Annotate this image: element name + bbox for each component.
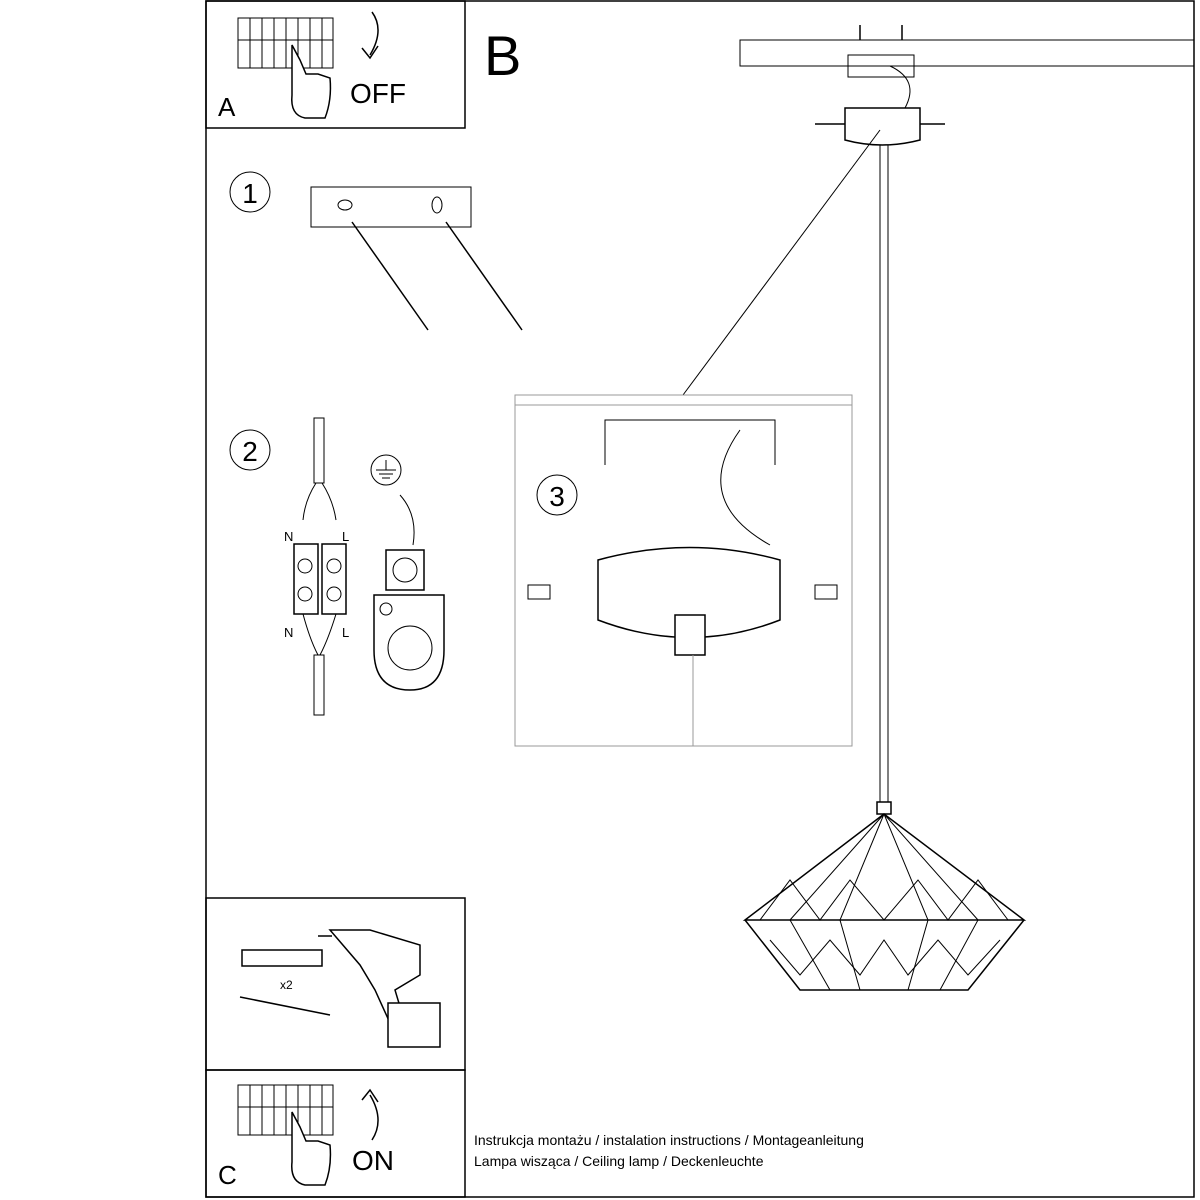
neutral-label-bottom: N <box>284 625 293 640</box>
footer-line-1: Instrukcja montażu / instalation instruc… <box>474 1132 864 1148</box>
neutral-label-top: N <box>284 529 293 544</box>
step-2-circle <box>229 429 271 471</box>
ceiling-mount-icon <box>682 25 1195 805</box>
quantity-label: x2 <box>280 978 293 992</box>
step-3-circle <box>536 474 578 516</box>
breaker-on-icon <box>237 1084 334 1186</box>
ground-terminal-icon <box>370 454 445 691</box>
canopy-detail-icon <box>515 404 852 746</box>
arrow-down-icon <box>369 11 379 56</box>
live-label-top: L <box>342 529 349 544</box>
step-3-number: 3 <box>549 481 565 512</box>
panel-b-label: B <box>484 24 521 87</box>
pendant-lamp-shade-icon <box>742 801 1027 991</box>
step-1-number: 1 <box>242 178 258 209</box>
live-label-bottom: L <box>342 625 349 640</box>
terminal-block-icon <box>293 417 347 716</box>
panel-a-label: A <box>218 92 236 122</box>
off-label: OFF <box>350 78 406 109</box>
footer-line-2: Lampa wisząca / Ceiling lamp / Deckenleu… <box>474 1153 764 1169</box>
outer-frame <box>205 0 1195 1198</box>
detail-box <box>514 394 853 747</box>
on-label: ON <box>352 1145 394 1176</box>
panel-c-box <box>205 1069 466 1198</box>
wall-plug-screw-icon <box>239 949 331 1016</box>
step-1-circle <box>229 171 271 213</box>
step-2-number: 2 <box>242 436 258 467</box>
panel-a-box <box>205 0 466 129</box>
panel-c-label: C <box>218 1160 237 1190</box>
drill-icon <box>318 929 441 1048</box>
arrow-up-icon <box>369 1094 379 1141</box>
breaker-off-icon <box>237 17 334 119</box>
mounting-plate-icon <box>310 186 523 331</box>
